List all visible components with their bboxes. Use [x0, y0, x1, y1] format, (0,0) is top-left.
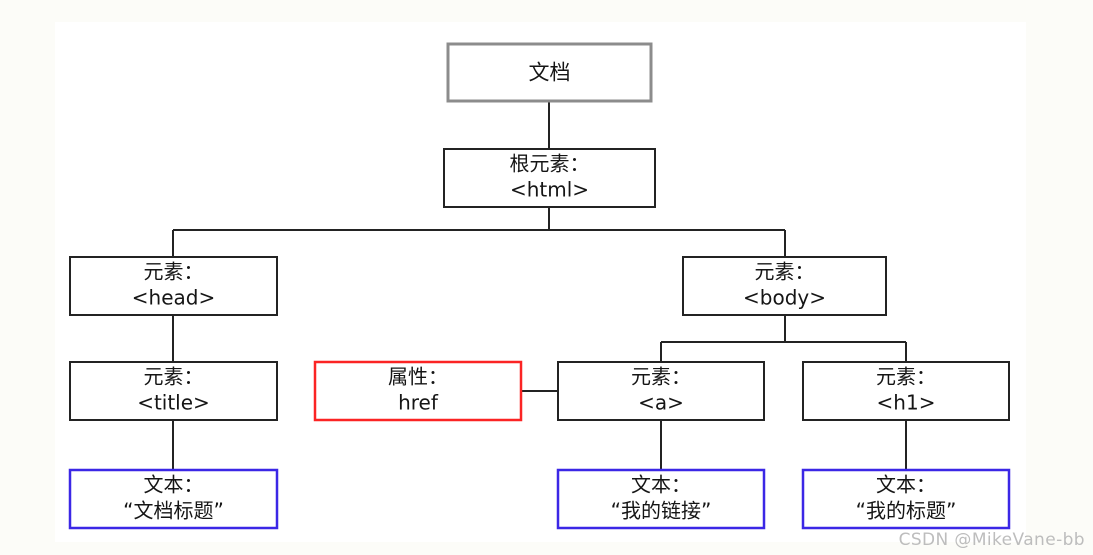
node-head-label-kind: 元素： — [144, 260, 204, 284]
node-attribute-href[interactable]: 属性： href — [313, 360, 523, 422]
node-href-label-kind: 属性： — [388, 365, 448, 389]
node-body-label-kind: 元素： — [755, 260, 815, 284]
node-body-box — [682, 256, 887, 316]
node-href-label-value: href — [398, 391, 439, 415]
node-title-label-tag: <title> — [137, 391, 210, 415]
node-title-box — [69, 361, 278, 421]
node-text-anchor[interactable]: 文本： “我的链接” — [556, 468, 766, 530]
node-head-box — [69, 256, 278, 316]
node-title-label-kind: 元素： — [144, 365, 204, 389]
node-document-box — [446, 42, 653, 103]
node-text-h1[interactable]: 文本： “我的标题” — [801, 468, 1011, 530]
node-text-title-box — [68, 468, 279, 530]
node-text-title-label-value: “文档标题” — [123, 499, 224, 523]
node-text-title[interactable]: 文本： “文档标题” — [68, 468, 279, 530]
node-text-anchor-label-value: “我的链接” — [611, 499, 712, 523]
node-text-h1-label-value: “我的标题” — [856, 499, 957, 523]
node-html[interactable]: 根元素： <html> — [443, 148, 656, 208]
node-h1-label-kind: 元素： — [876, 365, 936, 389]
node-h1-box — [802, 361, 1010, 421]
node-body[interactable]: 元素： <body> — [682, 256, 887, 316]
node-title[interactable]: 元素： <title> — [69, 361, 278, 421]
node-head-label-tag: <head> — [132, 286, 215, 310]
node-document[interactable]: 文档 — [446, 42, 653, 103]
node-html-label-kind: 根元素： — [510, 152, 590, 176]
node-text-h1-box — [801, 468, 1011, 530]
node-h1-label-tag: <h1> — [877, 391, 936, 415]
node-body-label-tag: <body> — [743, 286, 826, 310]
node-html-label-tag: <html> — [510, 178, 589, 202]
node-text-anchor-box — [556, 468, 766, 530]
watermark-label: CSDN @MikeVane-bb — [898, 530, 1085, 550]
node-anchor-label-tag: <a> — [638, 391, 684, 415]
node-text-title-label-kind: 文本： — [144, 473, 204, 497]
node-h1[interactable]: 元素： <h1> — [802, 361, 1010, 421]
node-document-label: 文档 — [529, 61, 571, 85]
node-href-box — [313, 360, 523, 422]
node-anchor[interactable]: 元素： <a> — [557, 361, 765, 421]
node-anchor-label-kind: 元素： — [631, 365, 691, 389]
node-text-h1-label-kind: 文本： — [876, 473, 936, 497]
node-head[interactable]: 元素： <head> — [69, 256, 278, 316]
node-anchor-box — [557, 361, 765, 421]
node-text-anchor-label-kind: 文本： — [631, 473, 691, 497]
node-html-box — [443, 148, 656, 208]
connector-layer — [172, 101, 907, 470]
